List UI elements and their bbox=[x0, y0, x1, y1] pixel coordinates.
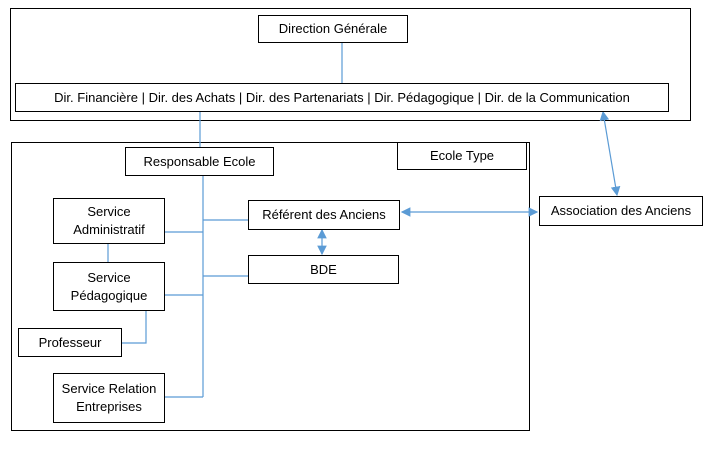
ecole-type-label: Ecole Type bbox=[429, 148, 495, 163]
service-relation-entreprises-label: Service Relation Entreprises bbox=[61, 381, 157, 414]
arrow-directions-association bbox=[599, 110, 621, 197]
direction-generale-label: Direction Générale bbox=[278, 21, 388, 36]
service-administratif-box: Service Administratif bbox=[53, 198, 165, 244]
responsable-ecole-box: Responsable Ecole bbox=[125, 147, 274, 176]
service-administratif-label: Service Administratif bbox=[73, 204, 145, 237]
professeur-box: Professeur bbox=[18, 328, 122, 357]
referent-anciens-label: Référent des Anciens bbox=[262, 207, 386, 222]
directions-label: Dir. Financière | Dir. des Achats | Dir.… bbox=[54, 89, 630, 105]
responsable-ecole-label: Responsable Ecole bbox=[143, 153, 256, 169]
ecole-type-box: Ecole Type bbox=[397, 142, 527, 170]
bde-box: BDE bbox=[248, 255, 399, 284]
association-anciens-box: Association des Anciens bbox=[539, 196, 703, 226]
school-frame bbox=[11, 142, 530, 431]
service-relation-entreprises-box: Service Relation Entreprises bbox=[53, 373, 165, 423]
service-pedagogique-box: Service Pédagogique bbox=[53, 262, 165, 311]
directions-box: Dir. Financière | Dir. des Achats | Dir.… bbox=[15, 83, 669, 112]
headquarters-frame bbox=[10, 8, 691, 121]
service-pedagogique-label: Service Pédagogique bbox=[70, 269, 148, 303]
direction-generale-box: Direction Générale bbox=[258, 15, 408, 43]
referent-anciens-box: Référent des Anciens bbox=[248, 200, 400, 230]
link-pedagogique-professeur bbox=[122, 310, 147, 344]
association-anciens-label: Association des Anciens bbox=[550, 203, 692, 218]
professeur-label: Professeur bbox=[38, 334, 102, 350]
bde-label: BDE bbox=[310, 261, 337, 277]
